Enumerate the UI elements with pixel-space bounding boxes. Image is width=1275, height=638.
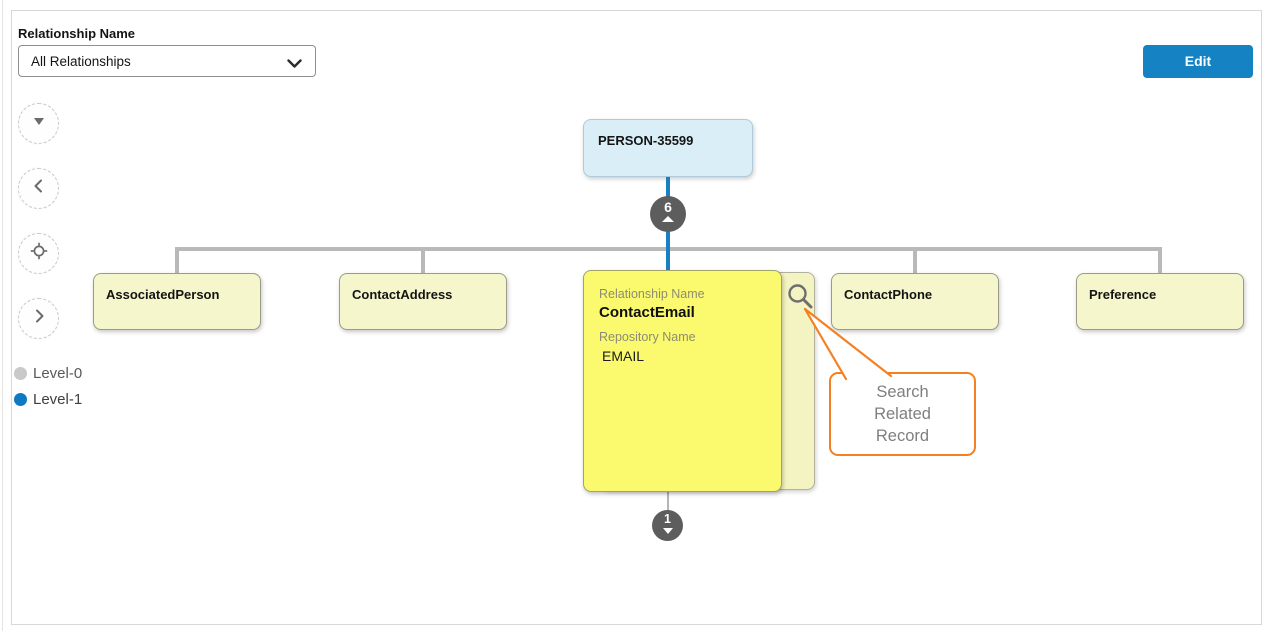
tree-node-contactphone[interactable]: ContactPhone — [831, 273, 999, 330]
locate-icon — [30, 242, 48, 265]
legend-item-level0: Level-0 — [14, 365, 82, 382]
legend: Level-0 Level-1 — [14, 365, 82, 408]
level0-dot-icon — [14, 367, 27, 380]
locate-button[interactable] — [18, 233, 59, 274]
contactemail-children-badge[interactable]: 1 — [652, 510, 683, 541]
chevron-down-icon — [287, 57, 302, 72]
connector-stub-contactaddress — [421, 247, 425, 273]
chevron-left-icon — [31, 178, 47, 199]
connector-stub-associatedperson — [175, 247, 179, 273]
relationship-filter-value: All Relationships — [31, 53, 131, 69]
legend-label-level1: Level-1 — [33, 391, 83, 408]
tree-node-root[interactable]: PERSON-35599 — [583, 119, 753, 177]
level1-dot-icon — [14, 393, 27, 406]
tree-node-associatedperson[interactable]: AssociatedPerson — [93, 273, 261, 330]
triangle-down-icon — [31, 113, 47, 134]
legend-item-level1: Level-1 — [14, 391, 82, 408]
connector-child-line — [667, 492, 669, 512]
card-relationship-value: ContactEmail — [599, 304, 695, 321]
outer-left-edge — [2, 0, 3, 631]
pan-left-button[interactable] — [18, 168, 59, 209]
card-repository-label: Repository Name — [599, 330, 696, 344]
callout-line-3: Record — [875, 427, 930, 445]
search-related-record-button[interactable] — [785, 281, 815, 311]
pan-right-button[interactable] — [18, 298, 59, 339]
relationship-name-label: Relationship Name — [18, 26, 136, 41]
pan-down-button[interactable] — [18, 103, 59, 144]
contactemail-children-count: 1 — [664, 512, 671, 526]
root-children-count: 6 — [664, 199, 672, 215]
root-children-badge[interactable]: 6 — [650, 196, 686, 232]
tree-node-contactaddress[interactable]: ContactAddress — [339, 273, 507, 330]
search-icon — [785, 284, 815, 315]
chevron-right-icon — [31, 308, 47, 329]
tree-node-preference[interactable]: Preference — [1076, 273, 1244, 330]
tree-node-contactemail[interactable]: Relationship Name ContactEmail Repositor… — [583, 270, 782, 492]
expand-down-icon — [662, 528, 673, 534]
edit-button[interactable]: Edit — [1143, 45, 1253, 78]
card-repository-value: EMAIL — [602, 348, 645, 364]
card-relationship-label: Relationship Name — [599, 287, 705, 301]
connector-stub-preference — [1158, 247, 1162, 273]
relationship-filter-select[interactable]: All Relationships — [18, 45, 316, 77]
legend-label-level0: Level-0 — [33, 365, 83, 382]
connector-stub-contactphone — [913, 247, 917, 273]
callout-line-2: Related — [874, 405, 931, 423]
collapse-up-icon — [662, 216, 674, 222]
annotation-callout: Search Related Record — [829, 372, 976, 456]
callout-line-1: Search — [876, 383, 929, 401]
